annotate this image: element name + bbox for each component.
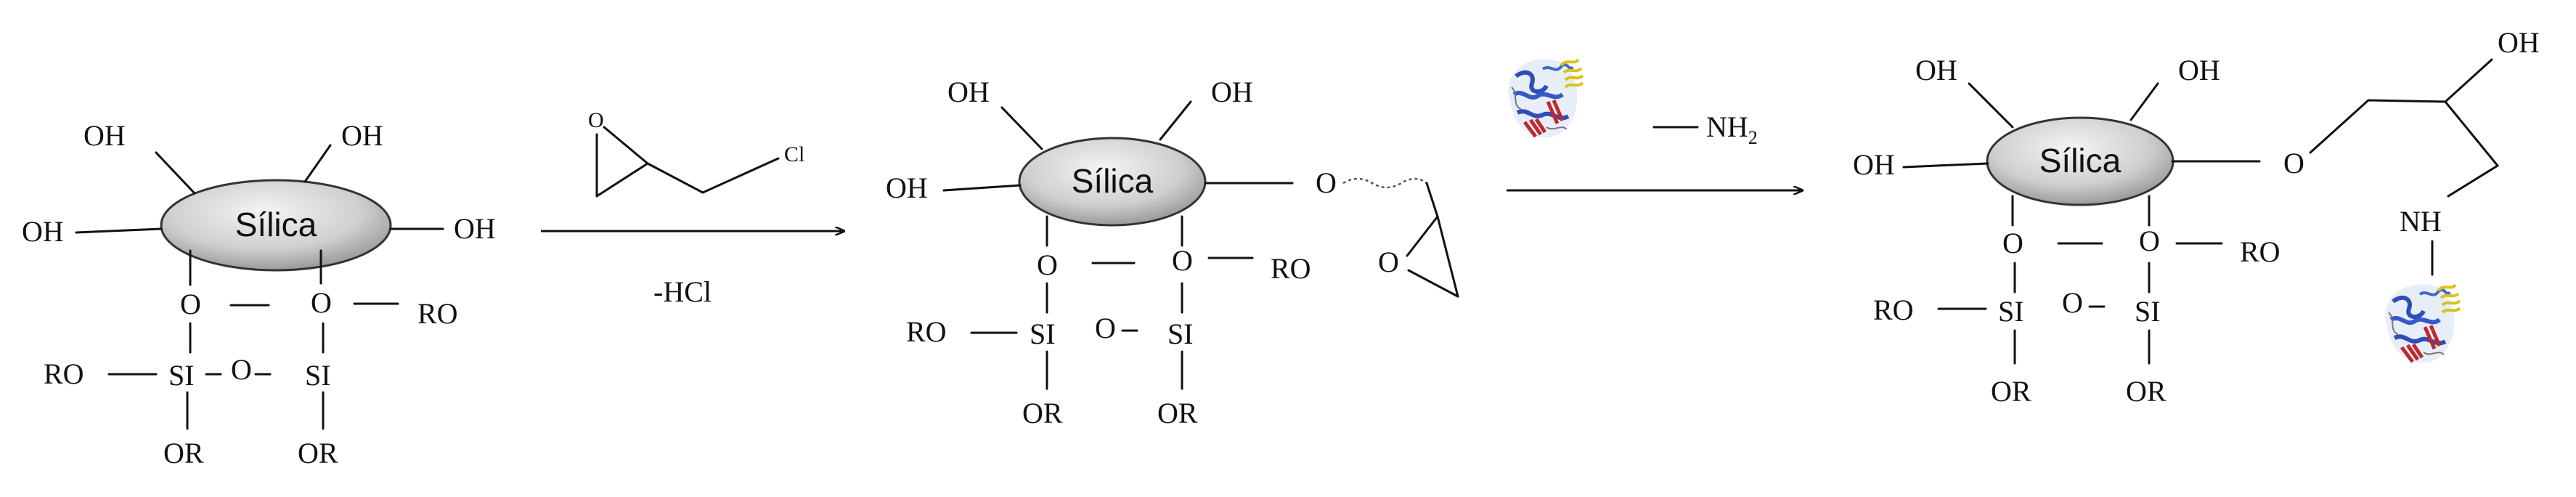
or-label: OR (1157, 397, 1198, 429)
oh-label: OH (1211, 76, 1253, 108)
o-label: O (1037, 248, 1058, 281)
silica-label-1: Sílica (235, 206, 317, 243)
si-label: SI (1998, 295, 2024, 328)
or-label: OR (1022, 397, 1063, 429)
silica-particle-1 (160, 179, 392, 272)
silica-structure-1: Sílica OH OH OH OH O O RO RO SI O SI OR … (22, 119, 496, 469)
o-label: O (1316, 166, 1337, 199)
oh-label: OH (22, 215, 64, 248)
oh-label: OH (454, 212, 496, 245)
o-label: O (311, 286, 332, 319)
ro-label: RO (1271, 252, 1311, 285)
o-label: O (2283, 147, 2304, 179)
ro-label: RO (44, 357, 84, 390)
reaction-step-1: O Cl -HCl (541, 108, 844, 308)
epoxide-oxygen: O (1378, 246, 1399, 278)
o-label: O (180, 288, 201, 320)
oh-label: OH (886, 171, 928, 204)
o-label: O (2002, 227, 2023, 259)
protein-ribbon-icon (2385, 284, 2460, 363)
chlorine-label: Cl (784, 142, 804, 166)
o-label: O (1095, 312, 1116, 344)
o-label: O (2062, 286, 2083, 319)
ro-label: RO (1873, 294, 1914, 326)
silica-label-3: Sílica (2039, 142, 2121, 179)
si-label: SI (1167, 318, 1194, 350)
wavy-linker (1342, 177, 1427, 189)
o-label: O (1172, 244, 1193, 277)
oh-label: OH (2498, 26, 2540, 59)
o-label: O (2139, 225, 2160, 257)
silica-label-2: Sílica (1072, 162, 1154, 200)
si-label: SI (305, 359, 331, 392)
oh-label: OH (2178, 54, 2220, 86)
reaction-step-2: NH2 (1507, 59, 1802, 190)
ro-label: RO (417, 297, 458, 330)
si-label: SI (2135, 295, 2161, 328)
or-label: OR (1991, 375, 2031, 408)
oh-label: OH (1915, 54, 1957, 86)
oh-label: OH (341, 119, 383, 152)
ro-label: RO (906, 315, 947, 348)
o-label: O (231, 353, 252, 386)
nh-label: NH (2400, 205, 2442, 238)
oh-label: OH (1853, 148, 1895, 181)
epoxide-oxygen-label: O (588, 108, 604, 132)
si-label: SI (1030, 318, 1056, 350)
protein-ribbon-icon (1508, 59, 1583, 137)
or-label: OR (163, 437, 204, 469)
or-label: OR (298, 437, 338, 469)
glycidyl-epoxide: O (1378, 182, 1459, 298)
byproduct-label: -HCl (653, 275, 712, 308)
silica-structure-3: Sílica OH OH OH O OH NH O O RO RO (1853, 26, 2540, 408)
si-label: SI (168, 359, 195, 392)
hydroxypropyl-linker: OH NH (2309, 26, 2540, 363)
silica-particle-2 (1018, 137, 1207, 227)
or-label: OR (2126, 375, 2167, 408)
oh-label: OH (83, 119, 126, 152)
epichlorohydrin-structure: O Cl (588, 108, 804, 198)
silica-structure-2: Sílica OH OH OH O O O O RO RO SI O SI (886, 76, 1459, 429)
ro-label: RO (2240, 235, 2281, 268)
oh-label: OH (947, 76, 990, 108)
amine-label: NH2 (1706, 110, 1758, 148)
